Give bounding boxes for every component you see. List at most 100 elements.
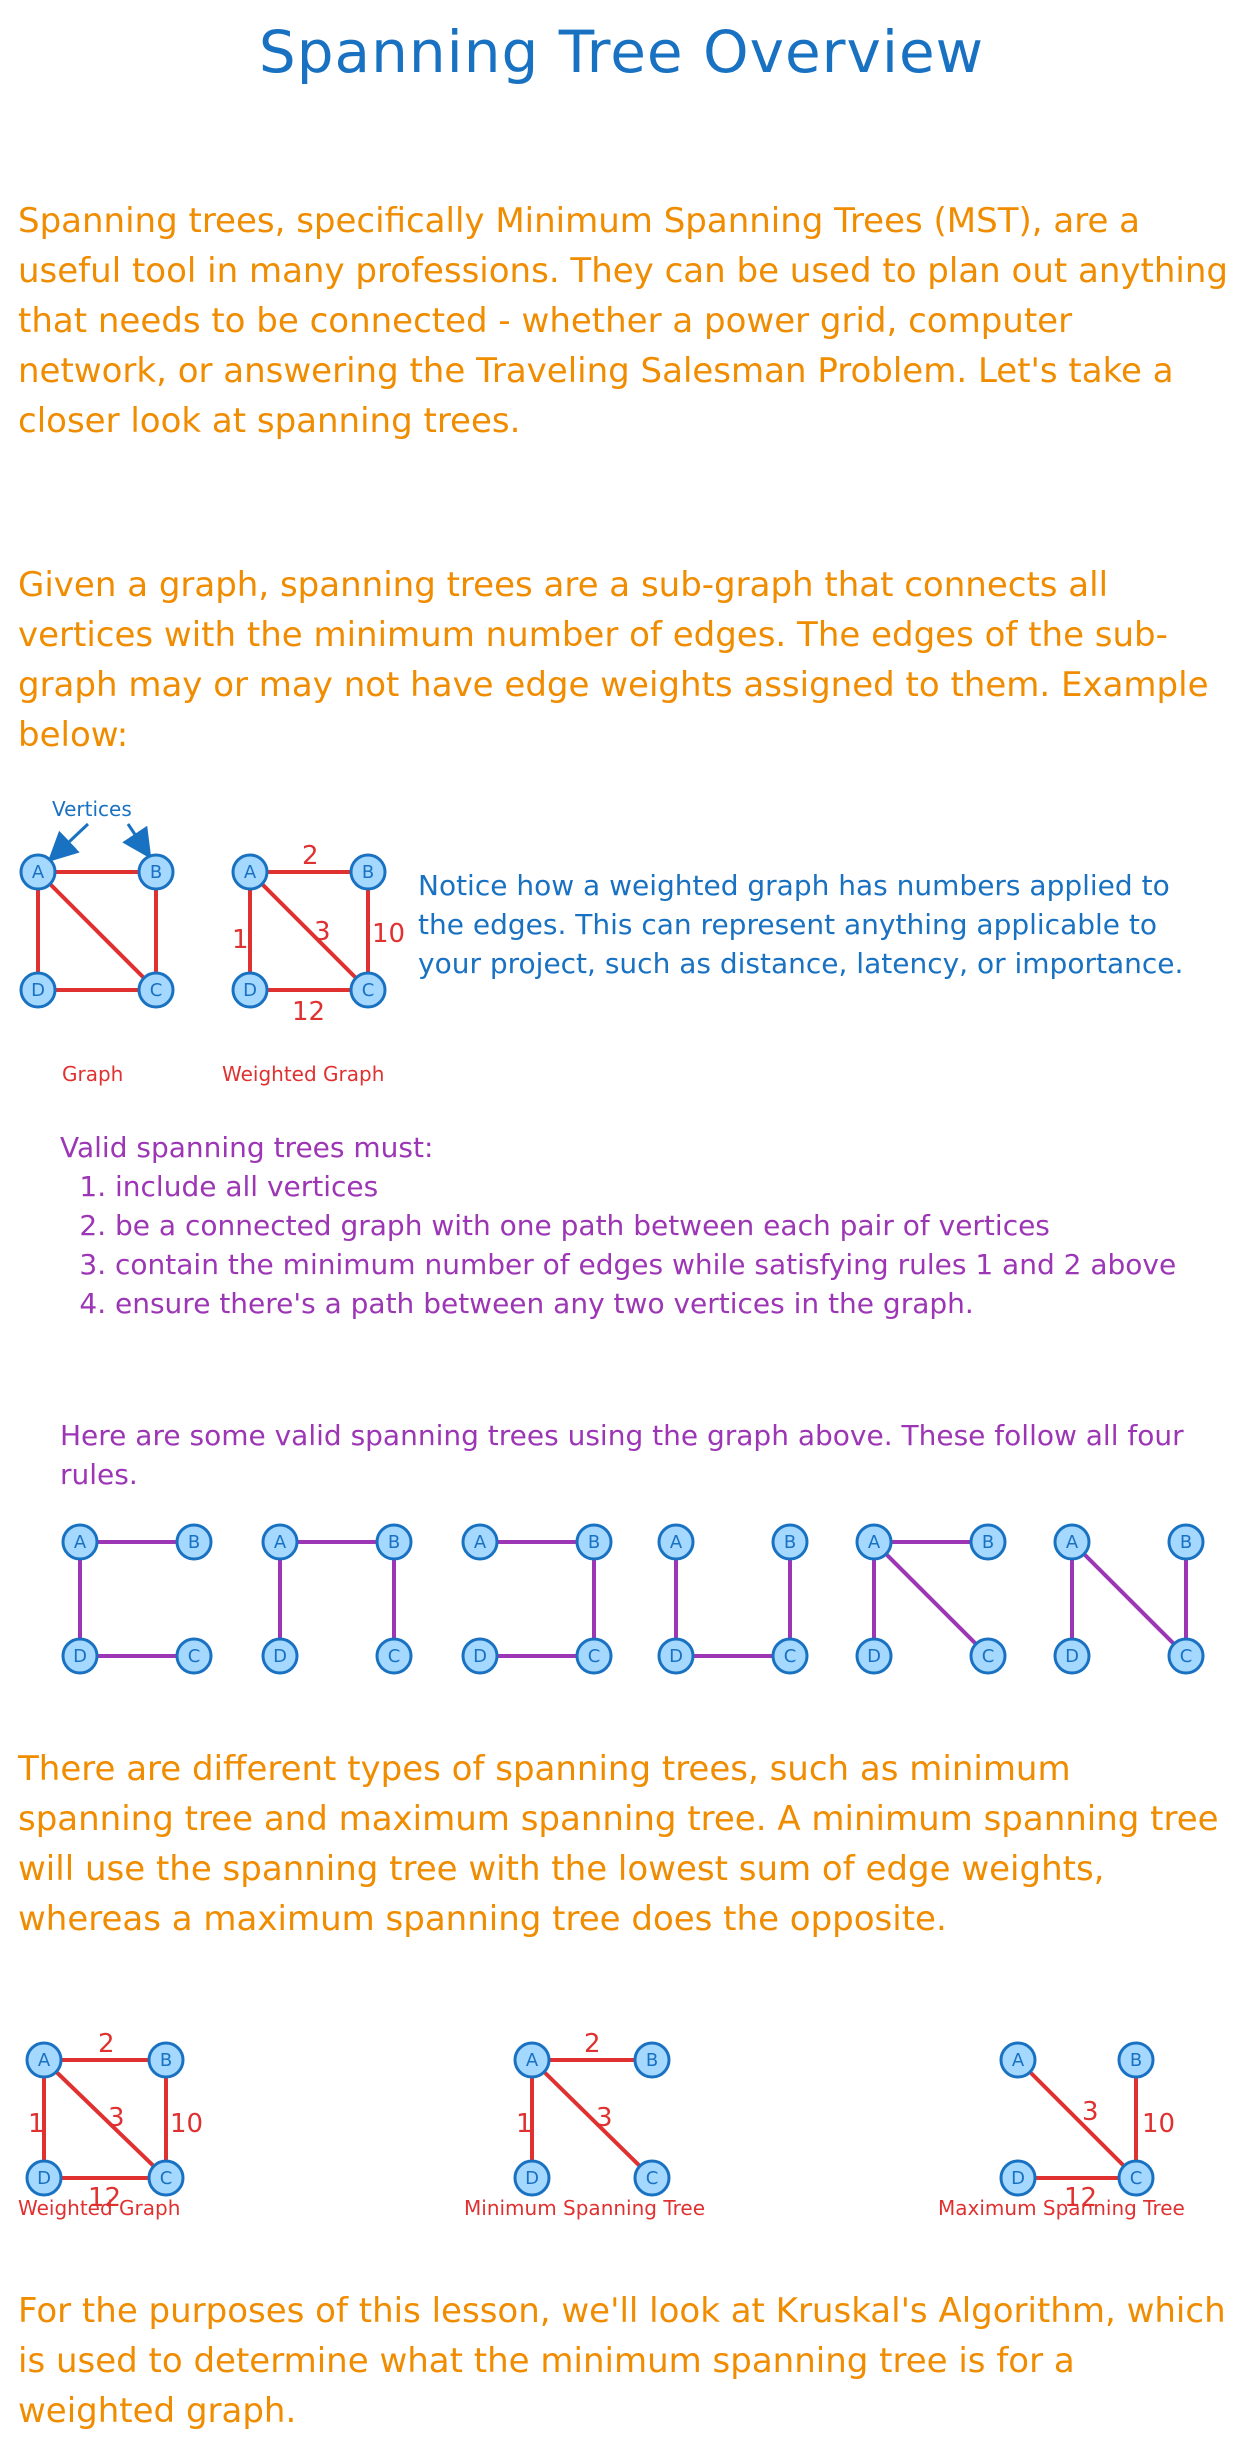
vertex-label-d: D [37, 2168, 51, 2189]
tree-5-vertex-label-b: B [982, 1532, 994, 1553]
example-graphs: Vertices 2 3 1 10 12 A B C D [19, 797, 405, 1027]
graph-edge-ac [36, 870, 158, 992]
tree-6-vertex-label-a: A [1066, 1532, 1079, 1553]
vertex-label-a: A [32, 862, 45, 883]
tree-2-vertex-label-b: B [388, 1532, 400, 1553]
max-vertex-c [1117, 2159, 1155, 2197]
tree-3-vertex-label-c: C [588, 1646, 601, 1667]
vertex-label-a: A [1012, 2050, 1025, 2071]
intro-paragraph: Spanning trees, specifically Minimum Spa… [18, 201, 1228, 441]
conclusion-paragraph: For the purposes of this lesson, we'll l… [18, 2291, 1226, 2431]
tree-2-vertex-a [261, 1523, 299, 1561]
tree-3-vertex-a [461, 1523, 499, 1561]
vertices-arrow-a [47, 822, 90, 863]
rules-block: Valid spanning trees must: include all v… [60, 1128, 1210, 1323]
comparison-graphs: 2 3 1 10 12 2 3 1 3 10 12 A B C D A B C … [25, 2029, 1175, 2213]
tree-2-vertex-label-c: C [388, 1646, 401, 1667]
tree-5-edge-ac [872, 1540, 990, 1658]
weighted-vertex-c [349, 971, 387, 1009]
weighted-vertex-b [349, 853, 387, 891]
cmp-vertex-a [25, 2041, 63, 2079]
graph-vertex-d [19, 971, 57, 1009]
cmp-weight-ad: 1 [28, 2109, 45, 2139]
types-paragraph: There are different types of spanning tr… [18, 1749, 1219, 1939]
tree-5-vertex-d [855, 1637, 893, 1675]
vertex-label-b: B [646, 2050, 658, 2071]
weight-dc: 12 [292, 997, 325, 1027]
tree-4-vertex-label-b: B [784, 1532, 796, 1553]
min-edge-ac [530, 2058, 654, 2180]
cmp-weighted-caption: Weighted Graph [18, 2196, 181, 2220]
cmp-weight-dc: 12 [88, 2183, 121, 2213]
tree-6-vertex-label-d: D [1065, 1646, 1079, 1667]
tree-1-vertex-label-c: C [188, 1646, 201, 1667]
tree-6-vertex-label-c: C [1180, 1646, 1193, 1667]
tree-5-vertex-label-d: D [867, 1646, 881, 1667]
valid-trees-intro: Here are some valid spanning trees using… [60, 1419, 1184, 1491]
rule-item-3: contain the minimum number of edges whil… [115, 1245, 1210, 1284]
min-vertex-a [513, 2041, 551, 2079]
max-weight-bc: 10 [1142, 2109, 1175, 2139]
vertex-label-b: B [160, 2050, 172, 2071]
graph-vertex-a [19, 853, 57, 891]
rules-list: include all vertices be a connected grap… [60, 1167, 1210, 1323]
tree-4-vertex-b [771, 1523, 809, 1561]
vertex-label-c: C [362, 980, 375, 1001]
vertex-label-d: D [525, 2168, 539, 2189]
weighted-graph-note: Notice how a weighted graph has numbers … [418, 869, 1184, 980]
max-vertex-a [999, 2041, 1037, 2079]
tree-6-vertex-b [1167, 1523, 1205, 1561]
vertices-arrow-b [122, 823, 152, 859]
cmp-vertex-b [147, 2041, 185, 2079]
vertex-label-b: B [362, 862, 374, 883]
tree-5-vertex-label-a: A [868, 1532, 881, 1553]
tree-1-vertex-c [175, 1637, 213, 1675]
tree-3-vertex-b [575, 1523, 613, 1561]
vertex-label-c: C [646, 2168, 659, 2189]
tree-4-vertex-a [657, 1523, 695, 1561]
tree-5-vertex-c [969, 1637, 1007, 1675]
definition-paragraph: Given a graph, spanning trees are a sub-… [18, 565, 1209, 755]
min-weight-ac: 3 [596, 2103, 613, 2133]
cmp-weight-bc: 10 [170, 2109, 203, 2139]
cmp-vertex-c [147, 2159, 185, 2197]
tree-4-vertex-label-a: A [670, 1532, 683, 1553]
graph-vertex-b [137, 853, 175, 891]
vertex-label-d: D [31, 980, 45, 1001]
tree-1-vertex-label-b: B [188, 1532, 200, 1553]
weighted-vertex-d [231, 971, 269, 1009]
vertex-label-d: D [1011, 2168, 1025, 2189]
tree-1-vertex-label-a: A [74, 1532, 87, 1553]
vertex-label-c: C [1130, 2168, 1143, 2189]
tree-4-vertex-label-d: D [669, 1646, 683, 1667]
cmp-weighted-edge-ac [42, 2058, 168, 2180]
tree-3-vertex-label-a: A [474, 1532, 487, 1553]
tree-2-vertex-d [261, 1637, 299, 1675]
max-tree-caption: Maximum Spanning Tree [938, 2196, 1185, 2220]
tree-2-vertex-c [375, 1637, 413, 1675]
weight-ad: 1 [232, 925, 249, 955]
max-vertex-d [999, 2159, 1037, 2197]
cmp-weight-ab: 2 [98, 2029, 115, 2059]
tree-4-vertex-label-c: C [784, 1646, 797, 1667]
max-weight-ac: 3 [1082, 2097, 1099, 2127]
tree-4-vertex-d [657, 1637, 695, 1675]
tree-5-vertex-label-c: C [982, 1646, 995, 1667]
page-title: Spanning Tree Overview [258, 18, 985, 86]
tree-2-vertex-b [375, 1523, 413, 1561]
rule-item-4: ensure there's a path between any two ve… [115, 1284, 1210, 1323]
rules-heading: Valid spanning trees must: [60, 1131, 434, 1164]
max-vertex-b [1117, 2041, 1155, 2079]
max-weight-dc: 12 [1064, 2183, 1097, 2213]
graph-caption: Graph [62, 1062, 124, 1086]
vertex-label-c: C [160, 2168, 173, 2189]
rule-item-1: include all vertices [115, 1167, 1210, 1206]
vertex-label-b: B [1130, 2050, 1142, 2071]
vertex-label-a: A [526, 2050, 539, 2071]
rule-item-2: be a connected graph with one path betwe… [115, 1206, 1210, 1245]
weight-ac: 3 [314, 917, 331, 947]
min-tree-caption: Minimum Spanning Tree [464, 2196, 705, 2220]
tree-1-vertex-a [61, 1523, 99, 1561]
tree-6-vertex-a [1053, 1523, 1091, 1561]
tree-3-vertex-d [461, 1637, 499, 1675]
